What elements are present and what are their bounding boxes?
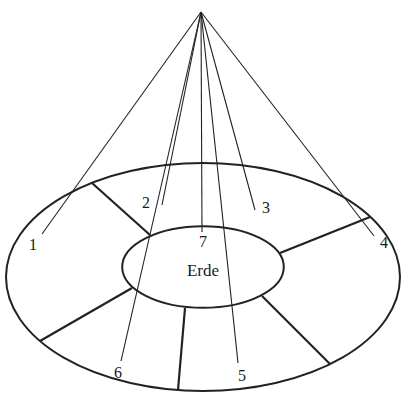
callout-number: 1 bbox=[29, 237, 37, 253]
sight-lines bbox=[42, 12, 374, 363]
region-name: Erde bbox=[185, 262, 221, 281]
callout-number: 5 bbox=[238, 368, 246, 384]
callout-number: 4 bbox=[380, 235, 388, 251]
callout-number: 7 bbox=[199, 234, 207, 250]
callout-number: 2 bbox=[142, 195, 150, 211]
callout-number: 6 bbox=[114, 365, 122, 381]
outer-ring bbox=[6, 163, 400, 391]
segment-dividers bbox=[40, 183, 370, 390]
callout-number: 3 bbox=[262, 200, 270, 216]
